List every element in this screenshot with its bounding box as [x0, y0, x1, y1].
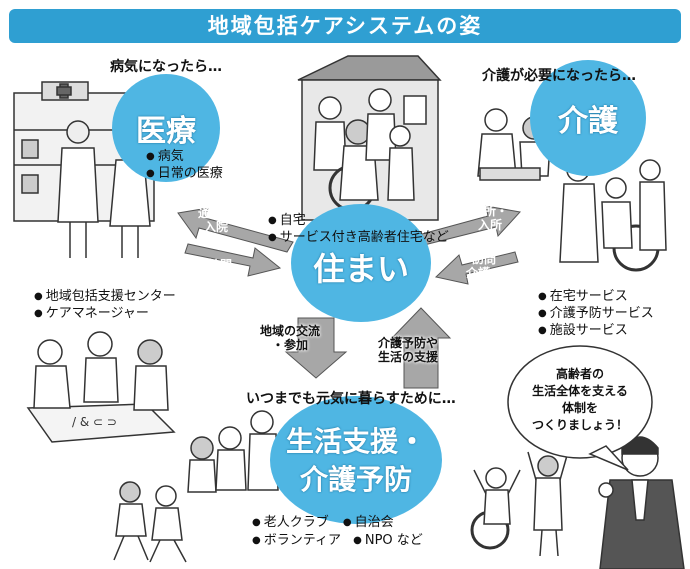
meeting-illustration: / & ⊂ ⊃	[26, 331, 176, 443]
care-heading: 介護が必要になったら…	[482, 68, 636, 84]
doctor-illustration	[57, 120, 99, 258]
support-item: 自治会	[343, 515, 394, 530]
speech-bubble-shape	[507, 345, 653, 471]
housing-item: サービス付き高齢者住宅など	[268, 229, 449, 246]
support-circle	[270, 396, 442, 524]
elderly-club-illustration	[187, 410, 279, 493]
arrow-label-home-visit-medical: 訪問 診療	[208, 258, 233, 286]
coordination-list: 地域包括支援センター ケアマネージャー	[34, 288, 176, 322]
arrow-label-outpatient: 通院・ 入院	[198, 206, 235, 234]
walking-elderly-illustration	[113, 481, 187, 563]
support-item: NPO など	[353, 533, 423, 548]
support-heading: いつまでも元気に暮らすために…	[246, 391, 456, 407]
care-item: 在宅サービス	[538, 288, 654, 305]
support-circle-label-line1: 生活支援・	[285, 425, 426, 458]
care-item: 施設サービス	[538, 322, 654, 339]
arrow-home-visit-care	[434, 251, 519, 285]
exercise-illustration	[470, 451, 569, 557]
care-list: 在宅サービス 介護予防サービス 施設サービス	[538, 288, 654, 339]
care-item: 介護予防サービス	[538, 305, 654, 322]
svg-text:/ & ⊂ ⊃: / & ⊂ ⊃	[72, 415, 117, 429]
arrow-label-home-visit-care: 訪問 介護・ 看護	[466, 252, 503, 294]
support-item: 老人クラブ	[252, 515, 329, 530]
arrow-label-prevention: 介護予防や 生活の支援	[378, 336, 439, 364]
arrow-label-outpatient-care: 通所・ 入所	[472, 204, 509, 232]
medical-circle-label: 医療	[136, 114, 196, 149]
support-list-row2: ボランティア NPO など	[252, 532, 423, 549]
housing-item: 自宅	[268, 212, 449, 229]
arrow-label-community: 地域の交流 ・参加	[260, 324, 321, 352]
coordination-item: ケアマネージャー	[34, 305, 176, 322]
medical-item: 日常の医療	[146, 165, 223, 182]
arrow-outpatient	[177, 207, 294, 253]
page-title: 地域包括ケアシステムの姿	[9, 9, 681, 43]
medical-heading: 病気になったら…	[110, 59, 222, 75]
arrow-home-visit-medical	[184, 243, 282, 277]
speech-bubble-text: 高齢者の 生活全体を支える 体制を つくりましょう！	[531, 367, 628, 432]
medical-item: 病気	[146, 148, 223, 165]
family-illustration	[313, 88, 415, 212]
medical-list: 病気 日常の医療	[146, 148, 223, 182]
support-item: ボランティア	[252, 533, 341, 548]
care-circle	[530, 60, 646, 176]
support-circle-label-line2: 介護予防	[299, 463, 412, 496]
arrow-prevention	[390, 307, 452, 389]
housing-list: 自宅 サービス付き高齢者住宅など	[268, 212, 449, 246]
coordination-item: 地域包括支援センター	[34, 288, 176, 305]
support-list-row1: 老人クラブ 自治会	[252, 514, 394, 531]
arrow-community	[284, 317, 348, 379]
housing-circle-label: 住まい	[312, 250, 409, 288]
care-circle-label: 介護	[558, 104, 618, 139]
